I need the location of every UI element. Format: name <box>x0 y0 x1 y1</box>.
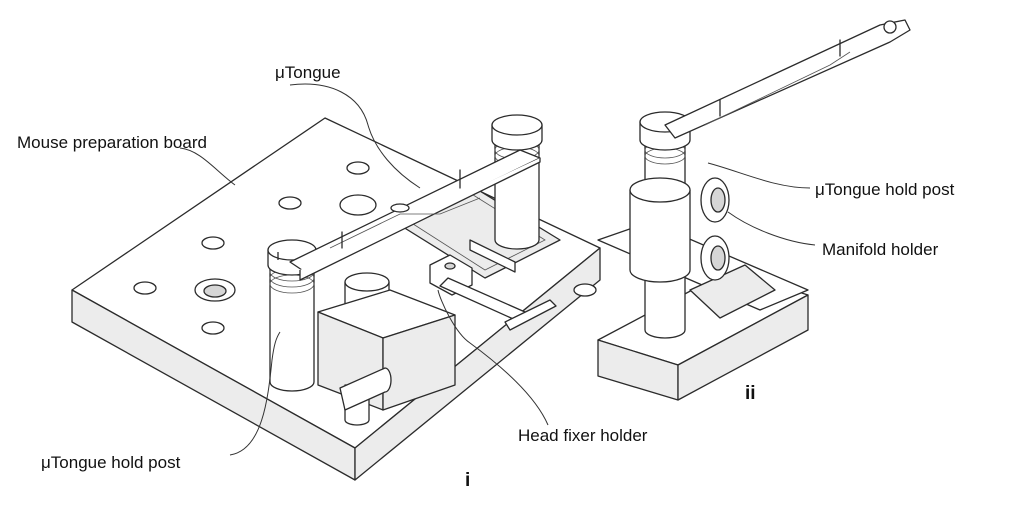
manifold-block-drawing <box>629 177 691 283</box>
leader-head-fixer <box>437 289 549 426</box>
head-fixer-holder-label: Head fixer holder <box>518 426 648 445</box>
utongue-label: μTongue <box>275 63 341 82</box>
leader-hold-post-left <box>229 331 281 456</box>
mouse-preparation-board-label: Mouse preparation board <box>17 133 207 152</box>
leader-utongue-top <box>289 83 421 189</box>
utongue-hold-post-label-right: μTongue hold post <box>815 180 955 199</box>
panel-label-ii: ii <box>745 383 756 404</box>
leader-hold-post-right <box>707 162 811 189</box>
leader-mouse-board <box>179 147 236 186</box>
utongue-arm-ii-drawing <box>664 19 911 139</box>
head-fixer-holder-drawing <box>429 239 557 331</box>
manifold-holder-label: Manifold holder <box>822 240 939 259</box>
leader-manifold <box>727 211 816 246</box>
front-block-drawing <box>317 272 456 426</box>
utongue-bar-i-drawing <box>289 149 541 281</box>
panel-label-i: i <box>465 470 471 491</box>
manifold-rollers-drawing <box>700 177 730 281</box>
utongue-hold-post-label-left: μTongue hold post <box>41 453 181 472</box>
